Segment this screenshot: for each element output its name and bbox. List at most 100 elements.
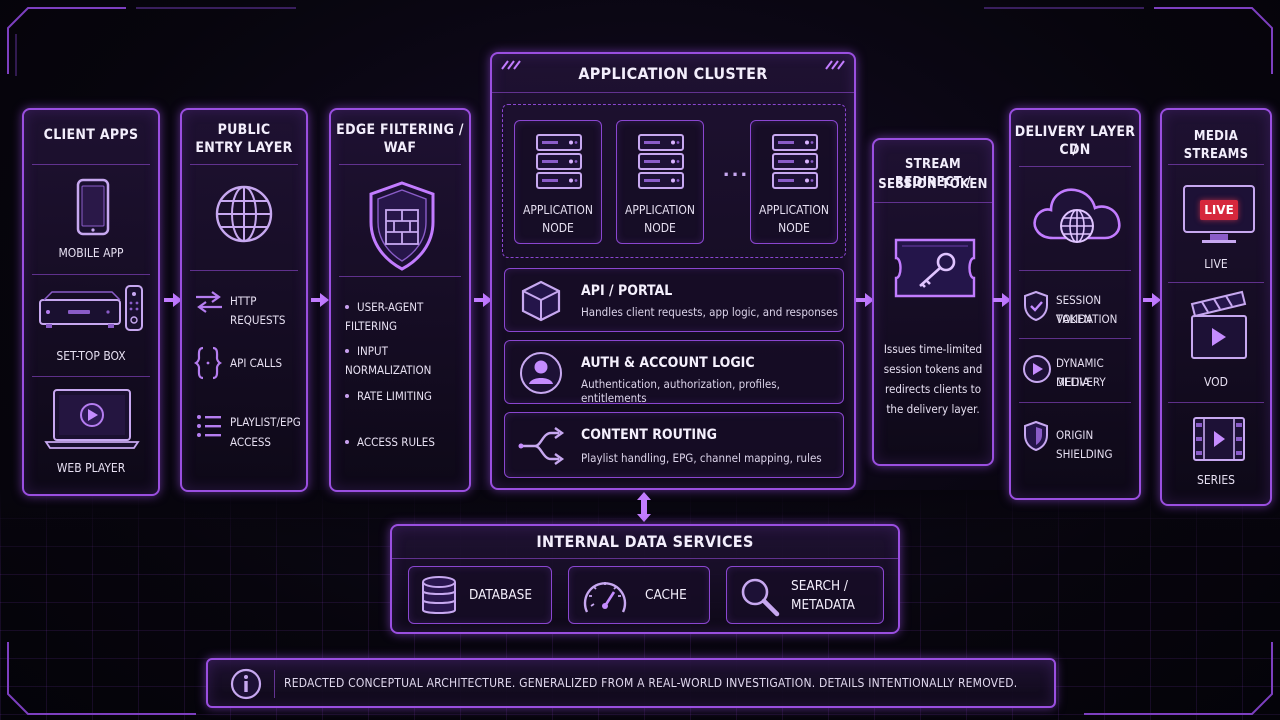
stream-redirect-title-line2: SESSION TOKEN	[878, 177, 988, 192]
delivery-title-line2: CDN	[1059, 142, 1091, 158]
media-streams-title: MEDIA STREAMS	[1183, 129, 1249, 162]
stream-redirect-panel: STREAM REDIRECT / SESSION TOKEN Issues t…	[872, 138, 994, 466]
globe-icon	[215, 185, 273, 243]
stream-redirect-desc-line4: the delivery layer.	[886, 402, 980, 416]
public-entry-title-line1: PUBLIC	[217, 122, 271, 138]
edge-item-user-agent-filtering: USER-AGENT FILTERING	[345, 300, 424, 333]
media-streams-panel: MEDIA STREAMS LIVE LIVE VOD SERIES	[1160, 108, 1272, 506]
database-label: DATABASE	[469, 587, 533, 603]
delivery-cdn-panel: DELIVERY LAYER / CDN SESSION TOKEN VALID…	[1009, 108, 1141, 500]
server-rack-icon	[536, 134, 582, 189]
delivery-item-dynamic-media-line2: DELIVERY	[1056, 375, 1106, 389]
cloud-globe-icon	[1033, 188, 1121, 243]
edge-title-line1: EDGE FILTERING /	[336, 122, 464, 138]
node-label-line2: NODE	[778, 221, 810, 235]
list-icon	[197, 415, 221, 437]
edge-item-rate-limiting: RATE LIMITING	[345, 387, 432, 406]
client-item-mobile-app: MOBILE APP	[58, 246, 124, 260]
stream-redirect-desc-line1: Issues time-limited	[883, 342, 983, 356]
corner-decoration-bottom-right	[1084, 642, 1273, 715]
stream-redirect-title-line1: STREAM REDIRECT /	[895, 157, 971, 190]
media-item-vod: VOD	[1204, 375, 1228, 389]
application-node-1: APPLICATION NODE	[514, 120, 602, 244]
content-routing-card: CONTENT ROUTING Playlist handling, EPG, …	[504, 412, 844, 478]
corner-decoration-top-left	[7, 7, 296, 76]
braces-icon	[194, 346, 222, 380]
media-item-series: SERIES	[1196, 473, 1236, 487]
stream-redirect-desc-line2: session tokens and	[883, 362, 983, 376]
auth-account-desc: Authentication, authorization, profiles,…	[581, 377, 780, 405]
node-label-line1: APPLICATION	[759, 203, 829, 217]
client-item-web-player: WEB PLAYER	[56, 461, 126, 475]
clapperboard-icon	[1190, 290, 1247, 359]
edge-waf-panel: EDGE FILTERING / WAF USER-AGENT FILTERIN…	[329, 108, 471, 492]
client-item-set-top-box: SET-TOP BOX	[56, 349, 126, 363]
public-entry-title-line2: ENTRY LAYER	[195, 140, 293, 156]
auth-account-title: AUTH & ACCOUNT LOGIC	[581, 355, 755, 371]
play-circle-icon	[1023, 355, 1051, 383]
delivery-item-session-token-line1: SESSION TOKEN	[1056, 293, 1102, 326]
public-entry-panel: PUBLIC ENTRY LAYER HTTP REQUESTS API CAL…	[180, 108, 308, 492]
application-node-n: APPLICATION NODE	[750, 120, 838, 244]
flow-arrow-1	[164, 293, 182, 307]
edge-item-access-rules: ACCESS RULES	[345, 433, 435, 452]
search-metadata-label-line1: SEARCH /	[791, 578, 849, 594]
server-rack-icon	[772, 134, 818, 189]
exchange-arrows-icon	[196, 291, 222, 313]
database-card: DATABASE	[408, 566, 552, 624]
smartphone-icon	[76, 178, 110, 236]
entry-item-playlist-epg: PLAYLIST/EPG	[230, 415, 301, 429]
internal-data-services-panel: INTERNAL DATA SERVICES DATABASE CACHE SE…	[390, 524, 900, 634]
node-group	[502, 104, 846, 258]
flow-arrow-4	[856, 293, 874, 307]
delivery-title-line1: DELIVERY LAYER /	[1014, 124, 1136, 158]
node-label-line2: NODE	[644, 221, 676, 235]
footer-note-panel: REDACTED CONCEPTUAL ARCHITECTURE. GENERA…	[206, 658, 1056, 708]
node-label-line1: APPLICATION	[523, 203, 593, 217]
edge-item-input-normalization: INPUT NORMALIZATION	[345, 344, 432, 377]
server-rack-icon	[638, 134, 684, 189]
footer-note-text: REDACTED CONCEPTUAL ARCHITECTURE. GENERA…	[284, 676, 1018, 690]
delivery-item-session-token-line2: VALIDATION	[1056, 312, 1118, 326]
shield-check-icon	[1024, 290, 1048, 322]
set-top-box-icon	[39, 285, 143, 331]
laptop-play-icon	[44, 389, 140, 449]
live-badge: LIVE	[1200, 200, 1238, 220]
cache-card: CACHE	[568, 566, 710, 624]
film-strip-icon	[1193, 417, 1245, 461]
cache-label: CACHE	[645, 587, 687, 603]
media-item-live: LIVE	[1204, 257, 1228, 271]
node-label-line1: APPLICATION	[625, 203, 695, 217]
delivery-item-origin-shielding: ORIGIN SHIELDING	[1056, 428, 1113, 461]
edge-title-line2: WAF	[383, 140, 417, 156]
search-icon	[741, 578, 780, 617]
corner-decoration-bottom-left	[7, 642, 196, 715]
content-routing-desc: Playlist handling, EPG, channel mapping,…	[581, 451, 822, 465]
api-portal-card: API / PORTAL Handles client requests, ap…	[504, 268, 844, 332]
node-ellipsis: ...	[722, 160, 750, 181]
database-icon	[422, 576, 456, 614]
application-cluster-panel: APPLICATION CLUSTER APPLICATION NODE APP…	[490, 52, 856, 490]
flow-arrow-6	[1143, 293, 1161, 307]
flow-arrow-3	[474, 293, 492, 307]
shield-icon	[1024, 420, 1048, 452]
token-key-icon	[894, 238, 976, 298]
search-metadata-card: SEARCH / METADATA	[726, 566, 884, 624]
corner-decoration-top-right	[984, 7, 1273, 74]
content-routing-title: CONTENT ROUTING	[581, 427, 717, 443]
node-label-line2: NODE	[542, 221, 574, 235]
api-portal-desc: Handles client requests, app logic, and …	[581, 305, 838, 319]
delivery-item-dynamic-media-line1: DYNAMIC MEDIA	[1056, 356, 1104, 389]
cluster-internal-arrow	[637, 492, 651, 522]
stream-redirect-desc-line3: redirects clients to	[884, 382, 982, 396]
user-icon	[520, 352, 562, 394]
application-node-2: APPLICATION NODE	[616, 120, 704, 244]
flow-arrow-5	[993, 293, 1011, 307]
cube-icon	[521, 280, 561, 322]
entry-item-access: ACCESS	[230, 435, 272, 449]
client-apps-panel: CLIENT APPS MOBILE APP SET-TOP BOX WEB P…	[22, 108, 160, 496]
firewall-shield-icon	[369, 181, 435, 271]
routing-split-icon	[518, 427, 565, 465]
search-metadata-label-line2: METADATA	[791, 597, 855, 613]
entry-item-http-requests: HTTP REQUESTS	[230, 294, 286, 327]
